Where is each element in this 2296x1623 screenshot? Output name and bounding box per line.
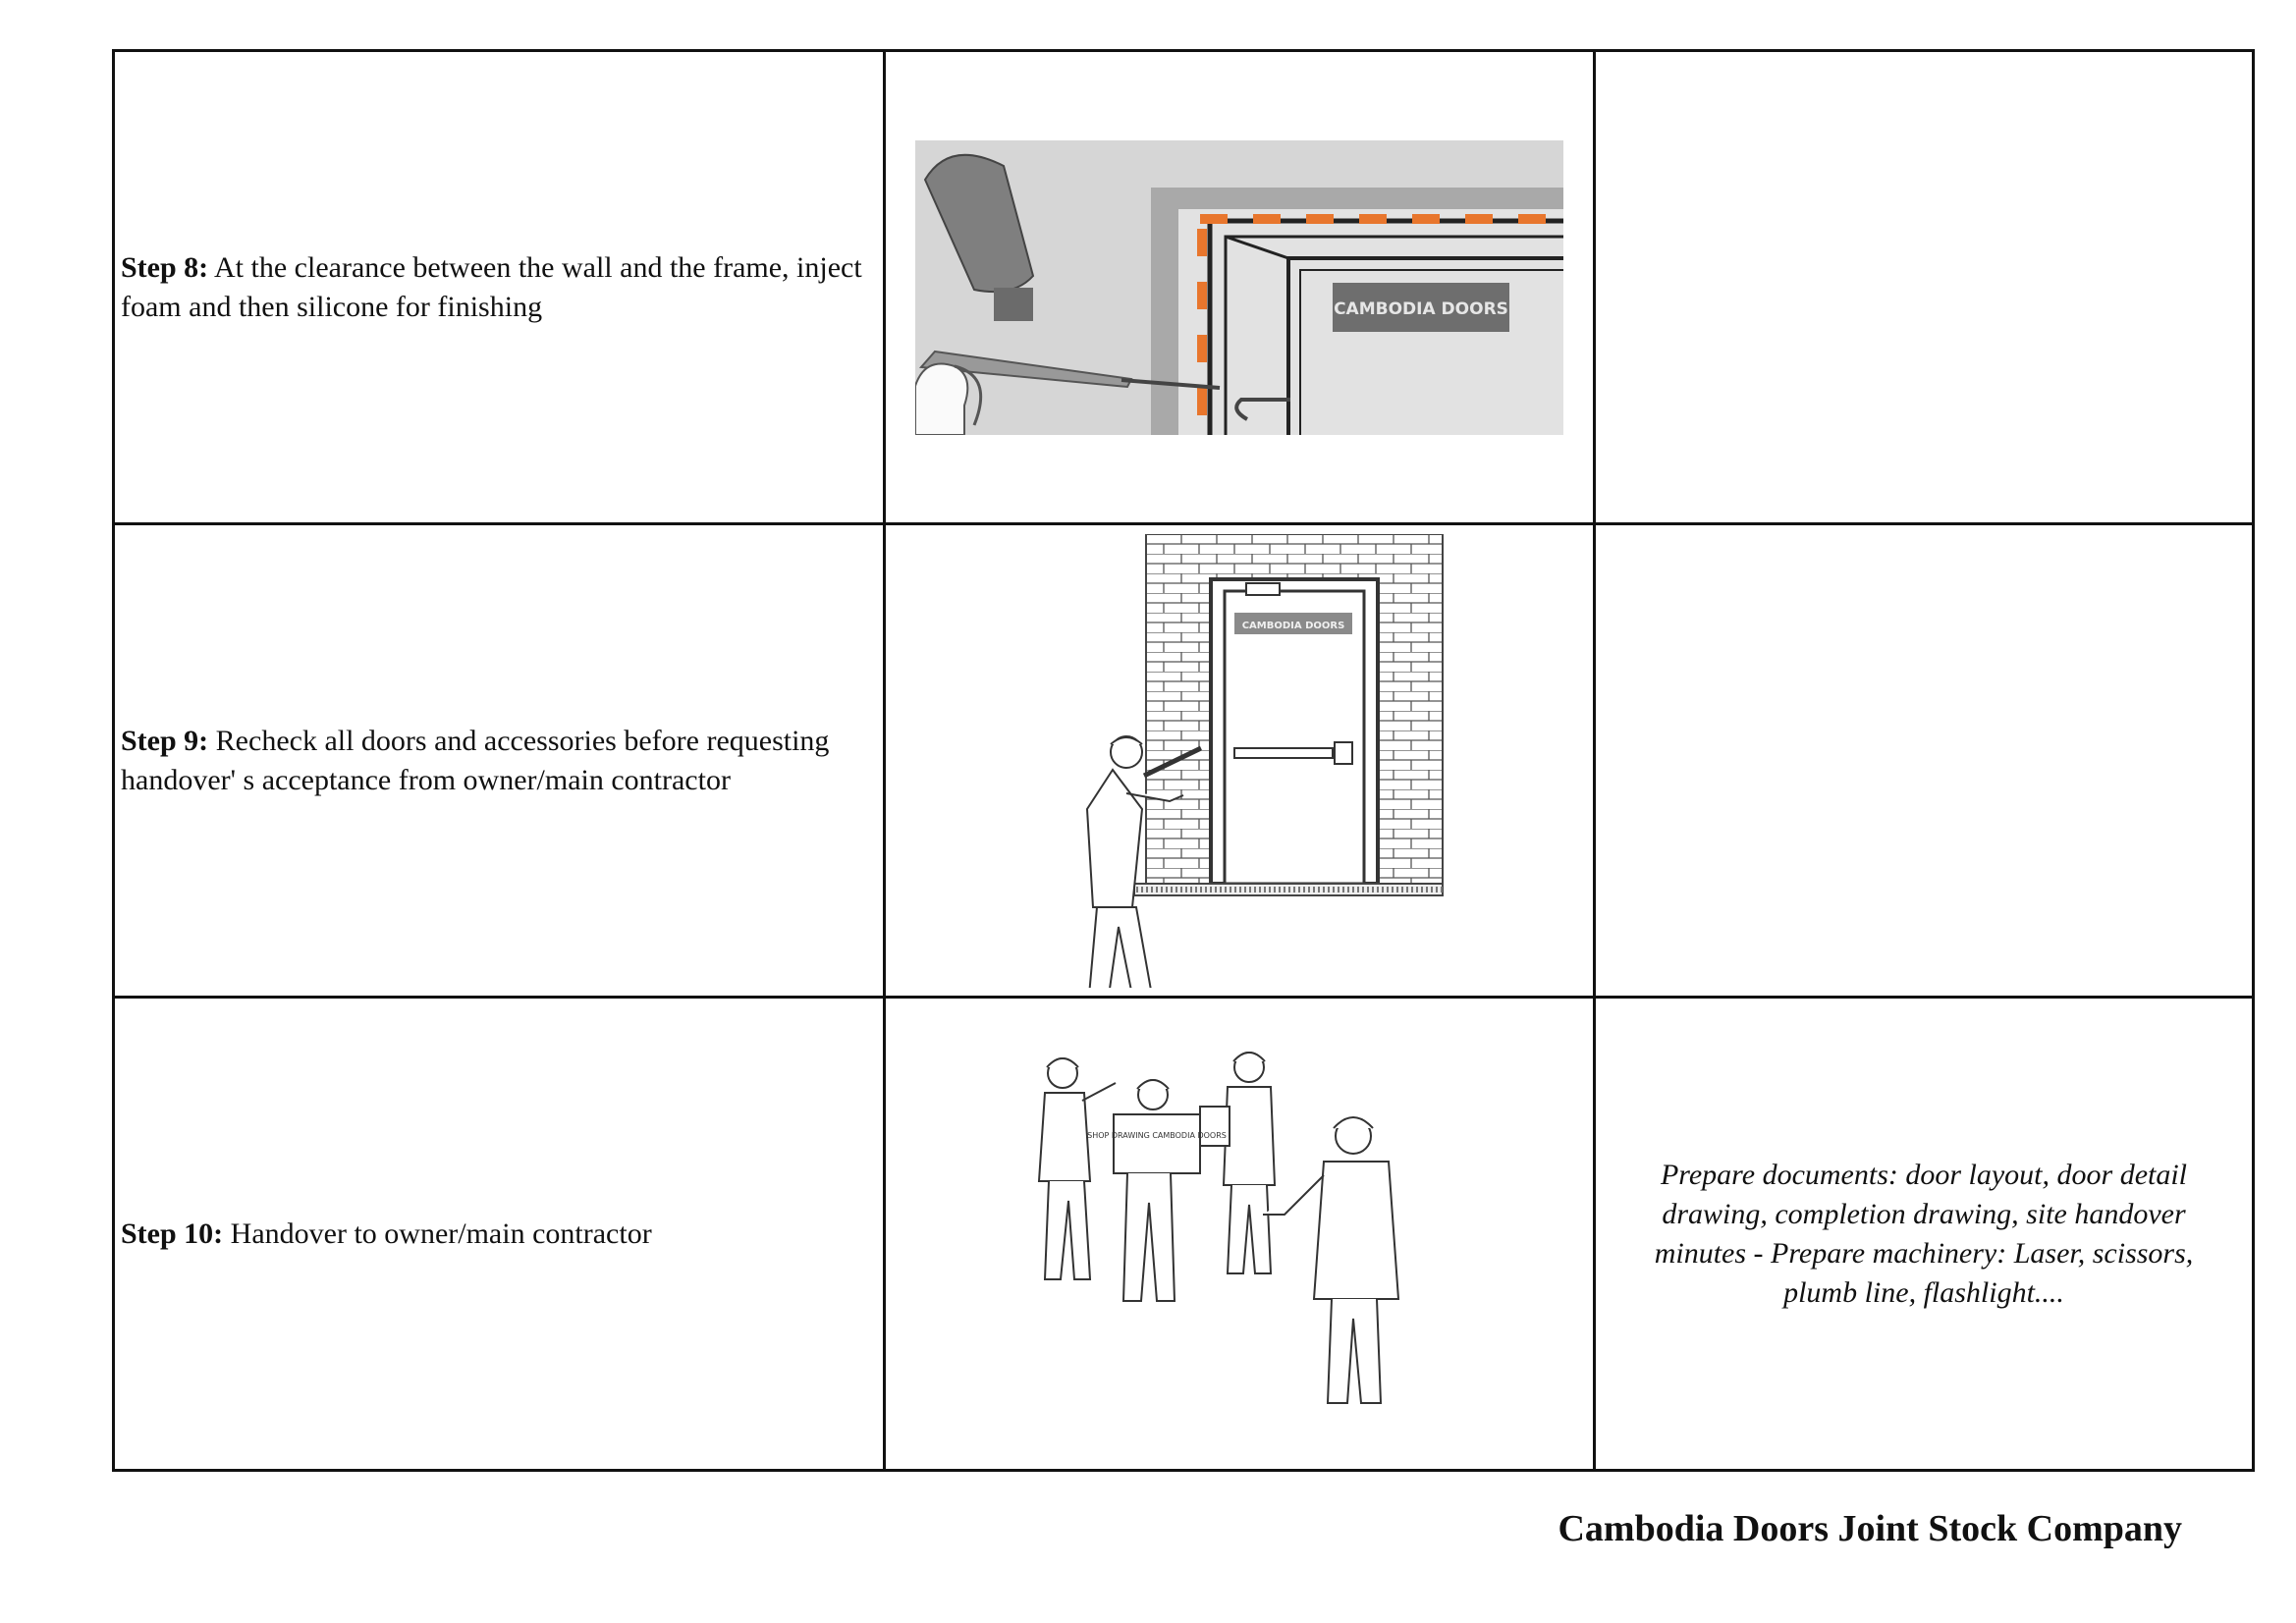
step-text: Recheck all doors and accessories before… <box>121 724 830 796</box>
step-9-note <box>1593 522 2255 999</box>
brand-logo: CAMBODIA DOORS <box>1334 299 1508 319</box>
step-8-note <box>1593 49 2255 525</box>
step-text: Handover to owner/main contractor <box>223 1217 652 1250</box>
step-label: Step 9: <box>121 724 209 757</box>
door-inspection-image: CAMBODIA DOORS <box>1085 533 1444 988</box>
step-9-illustration: CAMBODIA DOORS <box>883 522 1596 999</box>
step-10-description: Step 10: Handover to owner/main contract… <box>112 996 886 1472</box>
company-footer: Cambodia Doors Joint Stock Company <box>1558 1508 2182 1549</box>
step-10-note: Prepare documents: door layout, door det… <box>1593 996 2255 1472</box>
drawing-label: SHOP DRAWING CAMBODIA DOORS <box>1087 1131 1227 1140</box>
table-row: Step 9: Recheck all doors and accessorie… <box>112 522 2255 999</box>
table-row: Step 8: At the clearance between the wal… <box>112 49 2255 525</box>
table-row: Step 10: Handover to owner/main contract… <box>112 996 2255 1472</box>
step-label: Step 10: <box>121 1217 224 1250</box>
step-8-illustration: CAMBODIA DOORS <box>883 49 1596 525</box>
foam-gun-frame-image: CAMBODIA DOORS <box>915 139 1563 435</box>
brand-logo: CAMBODIA DOORS <box>1242 621 1345 631</box>
handover-meeting-image: SHOP DRAWING CAMBODIA DOORS <box>1037 1051 1400 1404</box>
step-10-illustration: SHOP DRAWING CAMBODIA DOORS <box>883 996 1596 1472</box>
step-9-description: Step 9: Recheck all doors and accessorie… <box>112 522 886 999</box>
step-text: At the clearance between the wall and th… <box>121 250 862 323</box>
installation-steps-table: Step 8: At the clearance between the wal… <box>112 49 2255 1472</box>
step-label: Step 8: <box>121 250 209 284</box>
step-8-description: Step 8: At the clearance between the wal… <box>112 49 886 525</box>
